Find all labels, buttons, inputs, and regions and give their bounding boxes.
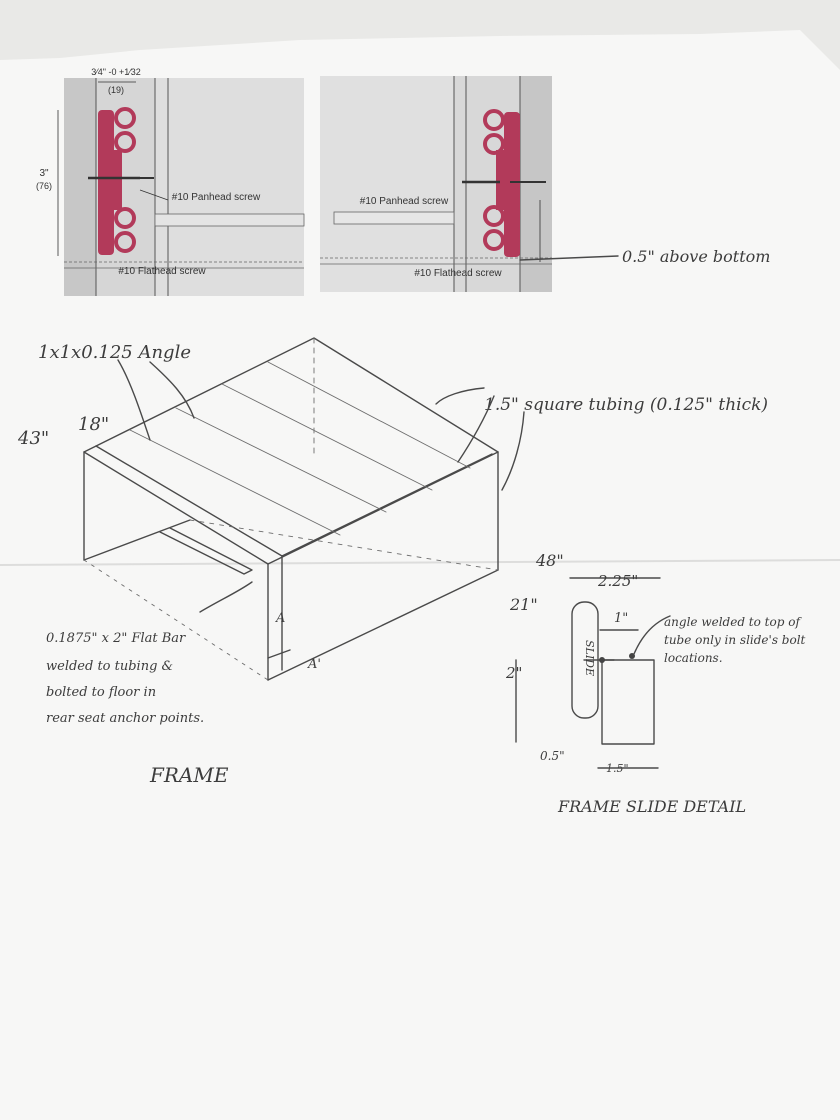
note-above-bottom: 0.5" above bottom — [622, 247, 770, 266]
tubing-leader — [435, 387, 485, 405]
panhead-label-left: #10 Panhead screw — [172, 192, 261, 203]
flatbar-note-3: bolted to floor in — [46, 685, 156, 700]
flatbar-note-4: rear seat anchor points. — [46, 711, 204, 726]
dim-width-mm: (19) — [108, 85, 124, 95]
dim-bottom: 0.5" — [540, 749, 565, 763]
printout-right: #10 Panhead screw #10 Flathead screw — [320, 76, 552, 292]
slide-text: SLIDE — [583, 640, 596, 676]
slide-profile-right — [483, 109, 520, 257]
tubing-leader — [457, 395, 495, 463]
dim-gap: 1" — [614, 611, 628, 626]
angle-label: 1x1x0.125 Angle — [38, 342, 191, 363]
paper-fold — [0, 559, 840, 566]
flatbar-note-2: welded to tubing & — [46, 659, 173, 674]
angle-leader — [149, 361, 195, 419]
angle-leader — [117, 359, 151, 441]
slide-detail-title: FRAME SLIDE DETAIL — [557, 797, 746, 816]
slide-detail-drawing: SLIDE 2.25" 1" 2" 0.5" 1.5" angle welded… — [505, 572, 806, 816]
flathead-label-left: #10 Flathead screw — [118, 266, 206, 277]
dim-length: 43" — [17, 428, 49, 449]
flathead-label-right: #10 Flathead screw — [414, 268, 502, 279]
section-mark-a-prime: A' — [307, 657, 321, 672]
leader-line — [519, 255, 619, 261]
dim-height-label: 3" — [39, 168, 49, 179]
printout-left: 3⁄4" -0 +1⁄32 (19) 3" (76) #10 Panhead s… — [36, 67, 305, 296]
slide-note-3: locations. — [664, 651, 723, 665]
slide-note-leader — [633, 615, 671, 655]
frame-title: FRAME — [149, 763, 229, 787]
dim-depth: 18" — [78, 414, 109, 435]
dim-width: 48" — [535, 551, 564, 570]
slide-note-1: angle welded to top of — [664, 615, 802, 629]
dim-top: 2.25" — [597, 572, 638, 590]
slide-profile-left — [98, 107, 136, 255]
section-mark-a: A — [275, 611, 285, 626]
flatbar-note-1: 0.1875" x 2" Flat Bar — [46, 631, 186, 646]
flatbar-leader — [199, 581, 253, 613]
dim-height-mm: (76) — [36, 181, 52, 191]
tubing-leader — [501, 411, 525, 491]
bolt-icon — [599, 657, 605, 663]
panhead-label-right: #10 Panhead screw — [360, 196, 449, 207]
tubing-label: 1.5" square tubing (0.125" thick) — [484, 395, 768, 415]
dim-side: 2" — [505, 664, 522, 682]
slide-note-2: tube only in slide's bolt — [664, 633, 806, 647]
paper-sheet — [0, 30, 840, 1120]
frame-drawing: 1x1x0.125 Angle 1.5" square tubing (0.12… — [17, 337, 768, 787]
dim-width-label: 3⁄4" -0 +1⁄32 — [91, 67, 141, 77]
weld-icon — [629, 653, 635, 659]
dim-height: 21" — [509, 595, 538, 614]
